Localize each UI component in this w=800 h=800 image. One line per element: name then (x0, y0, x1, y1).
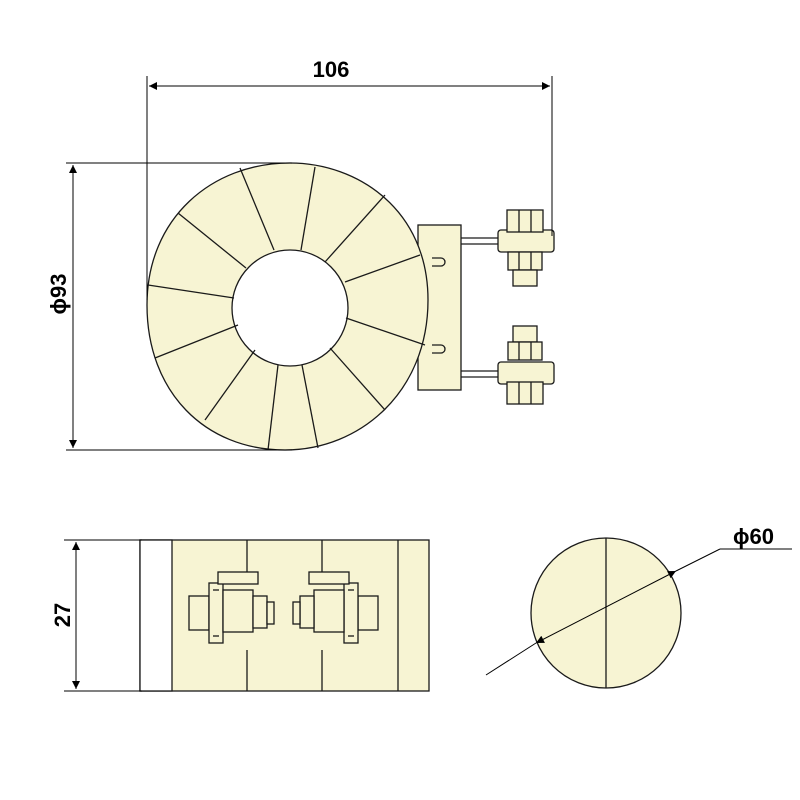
side-view (139, 539, 430, 692)
terminal-bolt-upper (461, 209, 555, 287)
winding-segments (147, 166, 426, 451)
hole-view (530, 537, 682, 689)
dimension-height (64, 539, 142, 692)
side-body (139, 539, 430, 692)
side-flange (139, 539, 173, 692)
terminal-bolt-lower (461, 325, 555, 405)
dimension-outer-diameter-label: ϕ93 (46, 274, 71, 315)
top-view (146, 162, 555, 451)
dimension-inner-diameter-label: ϕ60 (733, 524, 774, 549)
side-bolt-left (188, 571, 275, 644)
dimension-outer-diameter (66, 162, 292, 451)
plate-slot-top (432, 257, 446, 267)
dimension-inner-diameter (485, 548, 792, 676)
side-bolt-right (292, 571, 379, 644)
toroid-body (146, 162, 429, 451)
plate-slot-bottom (432, 344, 446, 354)
dimension-width (146, 76, 553, 300)
dimension-width-label: 106 (313, 57, 350, 82)
dimension-height-label: 27 (50, 603, 75, 627)
